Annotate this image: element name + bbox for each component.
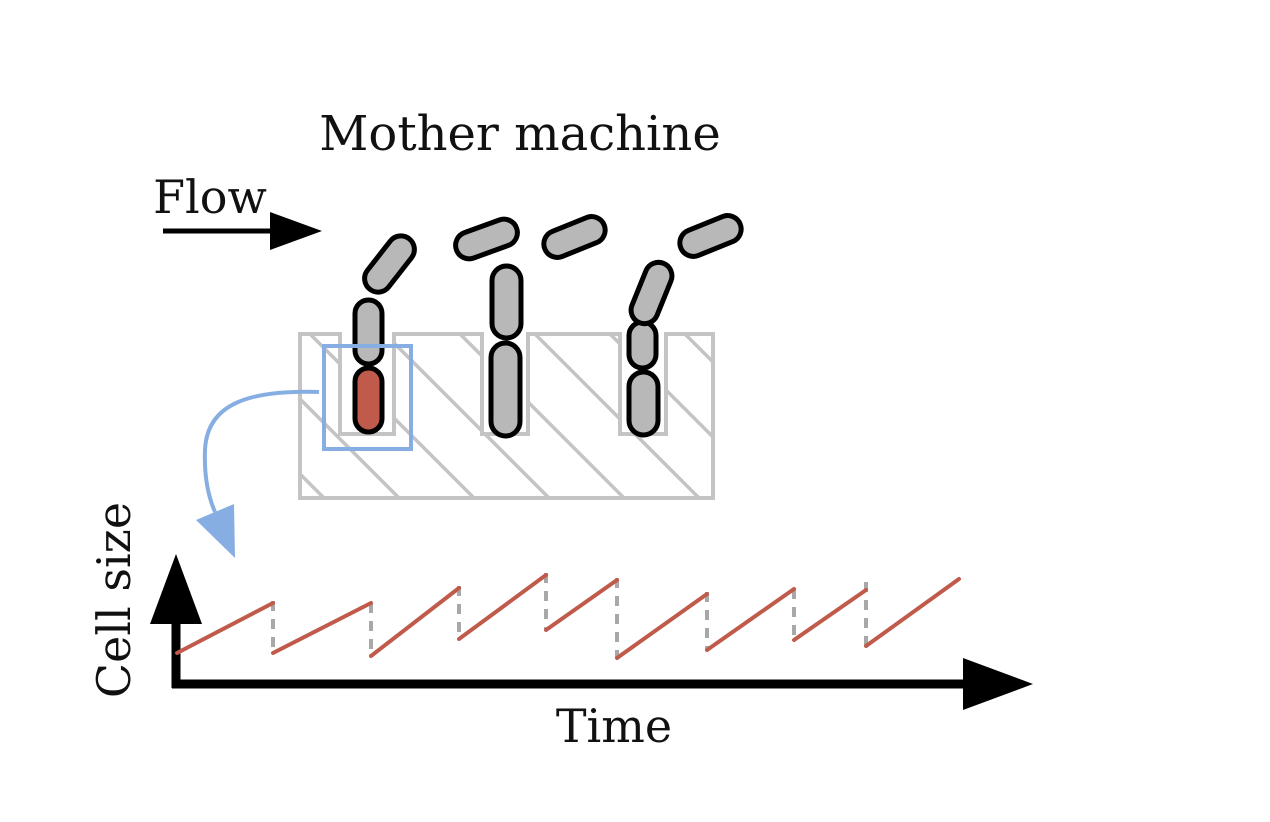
cell bbox=[626, 369, 661, 438]
trench-3-cells bbox=[626, 213, 744, 438]
zoom-box bbox=[322, 344, 413, 451]
plot-axes bbox=[150, 554, 1033, 710]
cell bbox=[628, 259, 675, 327]
mother-cell-highlighted bbox=[352, 365, 385, 435]
cell bbox=[352, 297, 385, 367]
flow-arrow-icon bbox=[163, 212, 322, 250]
cell bbox=[453, 216, 520, 262]
x-axis-arrow-icon bbox=[963, 658, 1033, 710]
cell-size-trace bbox=[175, 573, 961, 660]
cell bbox=[488, 340, 523, 439]
cell bbox=[626, 319, 659, 371]
device-outline bbox=[298, 332, 715, 500]
microfluidic-device bbox=[298, 332, 715, 500]
cell bbox=[489, 263, 524, 341]
y-axis-label: Cell size bbox=[87, 502, 141, 698]
cell bbox=[541, 214, 608, 260]
flow-label: Flow bbox=[153, 170, 267, 224]
curved-arrow-icon bbox=[196, 389, 320, 558]
y-axis-arrow-icon bbox=[150, 554, 202, 624]
x-axis-label: Time bbox=[556, 699, 672, 753]
cell bbox=[677, 213, 744, 259]
trench-2-cells bbox=[453, 214, 608, 439]
cell bbox=[362, 233, 417, 295]
division-markers bbox=[271, 573, 868, 658]
figure-title: Mother machine bbox=[319, 106, 720, 162]
